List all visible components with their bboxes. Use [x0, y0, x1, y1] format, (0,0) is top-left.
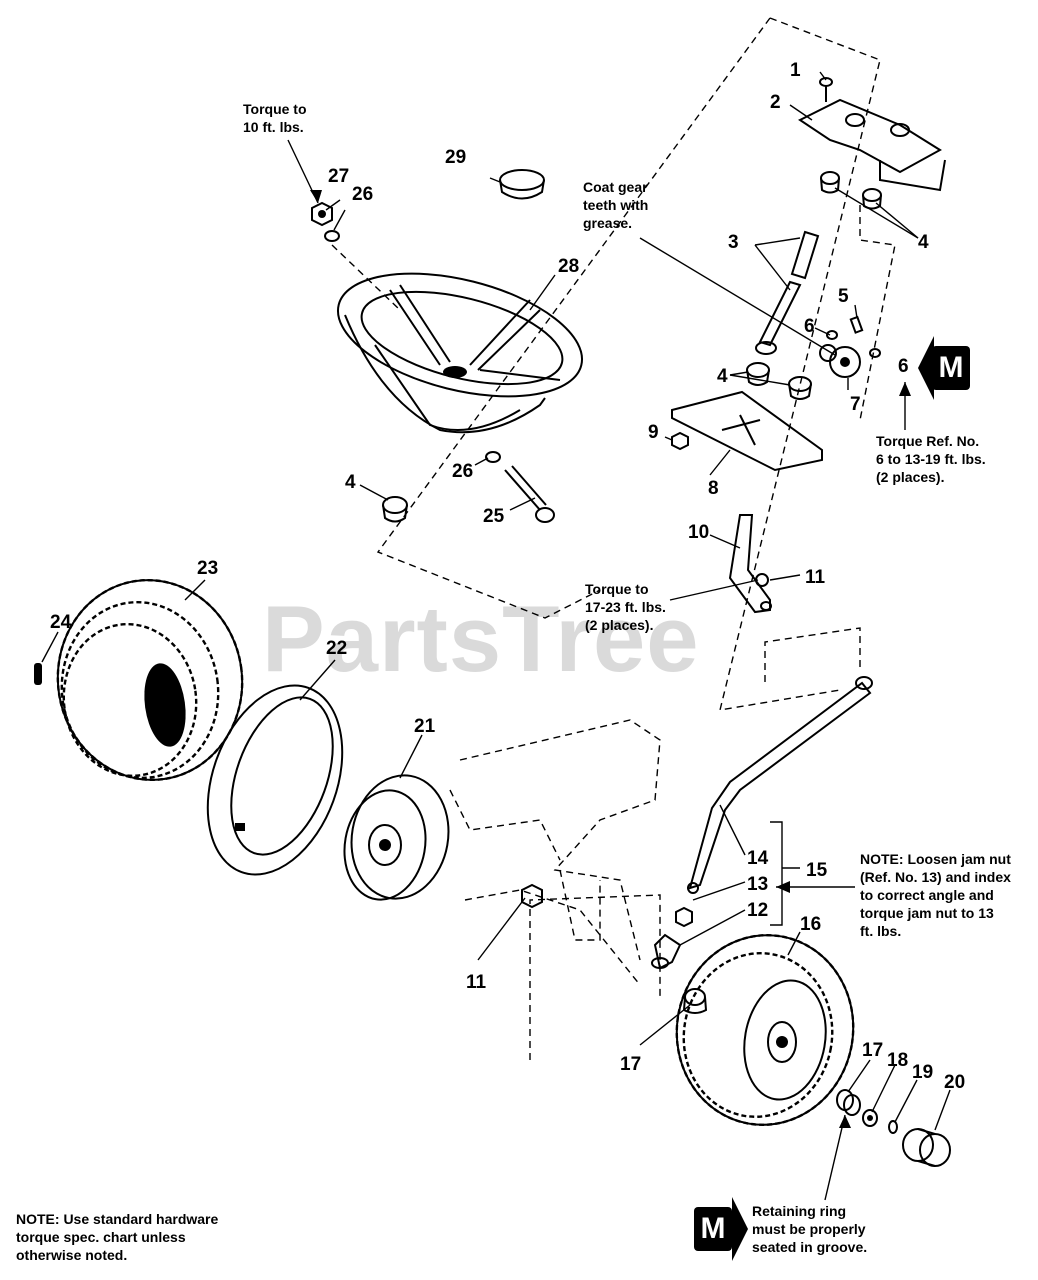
mounting-bracket	[798, 77, 946, 192]
callout-3: 3	[728, 232, 739, 253]
m-badge-top: M	[932, 346, 970, 390]
front-axle-frame	[449, 719, 661, 986]
m-badge-bottom: M	[694, 1207, 732, 1251]
note-torque-17-23: Torque to 17-23 ft. lbs. (2 places).	[585, 581, 666, 633]
callout-4-lower: 4	[345, 472, 356, 493]
callout-26-lower: 26	[452, 461, 473, 482]
note-jam-nut: NOTE: Loosen jam nut (Ref. No. 13) and i…	[860, 851, 1011, 939]
bushing-lower-left	[382, 496, 408, 523]
callout-17-left: 17	[620, 1054, 641, 1075]
callout-25: 25	[483, 506, 505, 527]
support-plate	[671, 390, 823, 472]
rear-tire	[56, 578, 244, 782]
callout-7: 7	[850, 394, 861, 415]
note-arrows	[310, 190, 911, 1128]
note-coat-gear: Coat gear teeth with grease.	[583, 179, 649, 231]
callout-2: 2	[770, 92, 781, 113]
wheel-nut-and-washer	[311, 201, 401, 311]
steering-arm	[728, 514, 772, 614]
steering-shaft	[755, 230, 820, 355]
assembly-dashed-outline	[376, 17, 896, 1060]
steering-wheel	[336, 272, 584, 434]
callout-26-upper: 26	[352, 184, 373, 205]
callout-8: 8	[708, 478, 719, 499]
steering-gear	[819, 315, 881, 378]
callout-18: 18	[887, 1050, 908, 1071]
assembly-bracket-15	[770, 821, 800, 926]
leader-lines	[41, 71, 951, 1201]
watermark-text: PartsTree	[262, 586, 700, 691]
callout-5: 5	[838, 286, 849, 307]
note-hardware-spec: NOTE: Use standard hardware torque spec.…	[16, 1211, 219, 1263]
m-badge-top-arrow	[918, 336, 934, 400]
drag-link	[651, 676, 873, 970]
callout-13: 13	[747, 874, 768, 895]
valve-screw	[34, 663, 42, 685]
bushings-middle	[746, 362, 812, 400]
callout-22: 22	[326, 638, 347, 659]
callout-28: 28	[558, 256, 579, 277]
callout-10: 10	[688, 522, 709, 543]
callout-4-upper: 4	[918, 232, 929, 253]
callout-14: 14	[747, 848, 769, 869]
bolt-and-washer	[485, 451, 555, 523]
note-torque-10: Torque to 10 ft. lbs.	[243, 101, 307, 135]
note-retaining-ring: Retaining ring must be properly seated i…	[752, 1203, 868, 1255]
callout-6-left: 6	[804, 316, 815, 337]
callout-12: 12	[747, 900, 768, 921]
callout-21: 21	[414, 716, 436, 737]
callout-23: 23	[197, 558, 218, 579]
callout-15: 15	[806, 860, 828, 881]
bushings-upper	[820, 171, 882, 210]
callout-16: 16	[800, 914, 821, 935]
callout-9: 9	[648, 422, 659, 443]
inner-tube	[206, 684, 344, 876]
callout-numbers: 1 2 3 4 5 6 4 6 7 9 8 10 11 27 26 29 28 …	[50, 60, 965, 1093]
hub-hardware	[836, 1089, 951, 1167]
callout-1: 1	[790, 60, 801, 81]
callout-24: 24	[50, 612, 72, 633]
wheel-rim	[343, 774, 450, 901]
callout-11-lower: 11	[466, 972, 487, 993]
callout-6-right: 6	[898, 356, 909, 377]
callout-17-right: 17	[862, 1040, 883, 1061]
callout-19: 19	[912, 1062, 933, 1083]
m-badge-bottom-arrow	[732, 1197, 748, 1261]
callout-4-middle: 4	[717, 366, 728, 387]
callout-20: 20	[944, 1072, 965, 1093]
callout-29: 29	[445, 147, 466, 168]
note-torque-ref-6: Torque Ref. No. 6 to 13-19 ft. lbs. (2 p…	[876, 433, 986, 485]
front-tire	[675, 934, 855, 1126]
steering-cap	[499, 169, 545, 200]
callout-27: 27	[328, 166, 349, 187]
callout-11-upper: 11	[805, 567, 826, 588]
